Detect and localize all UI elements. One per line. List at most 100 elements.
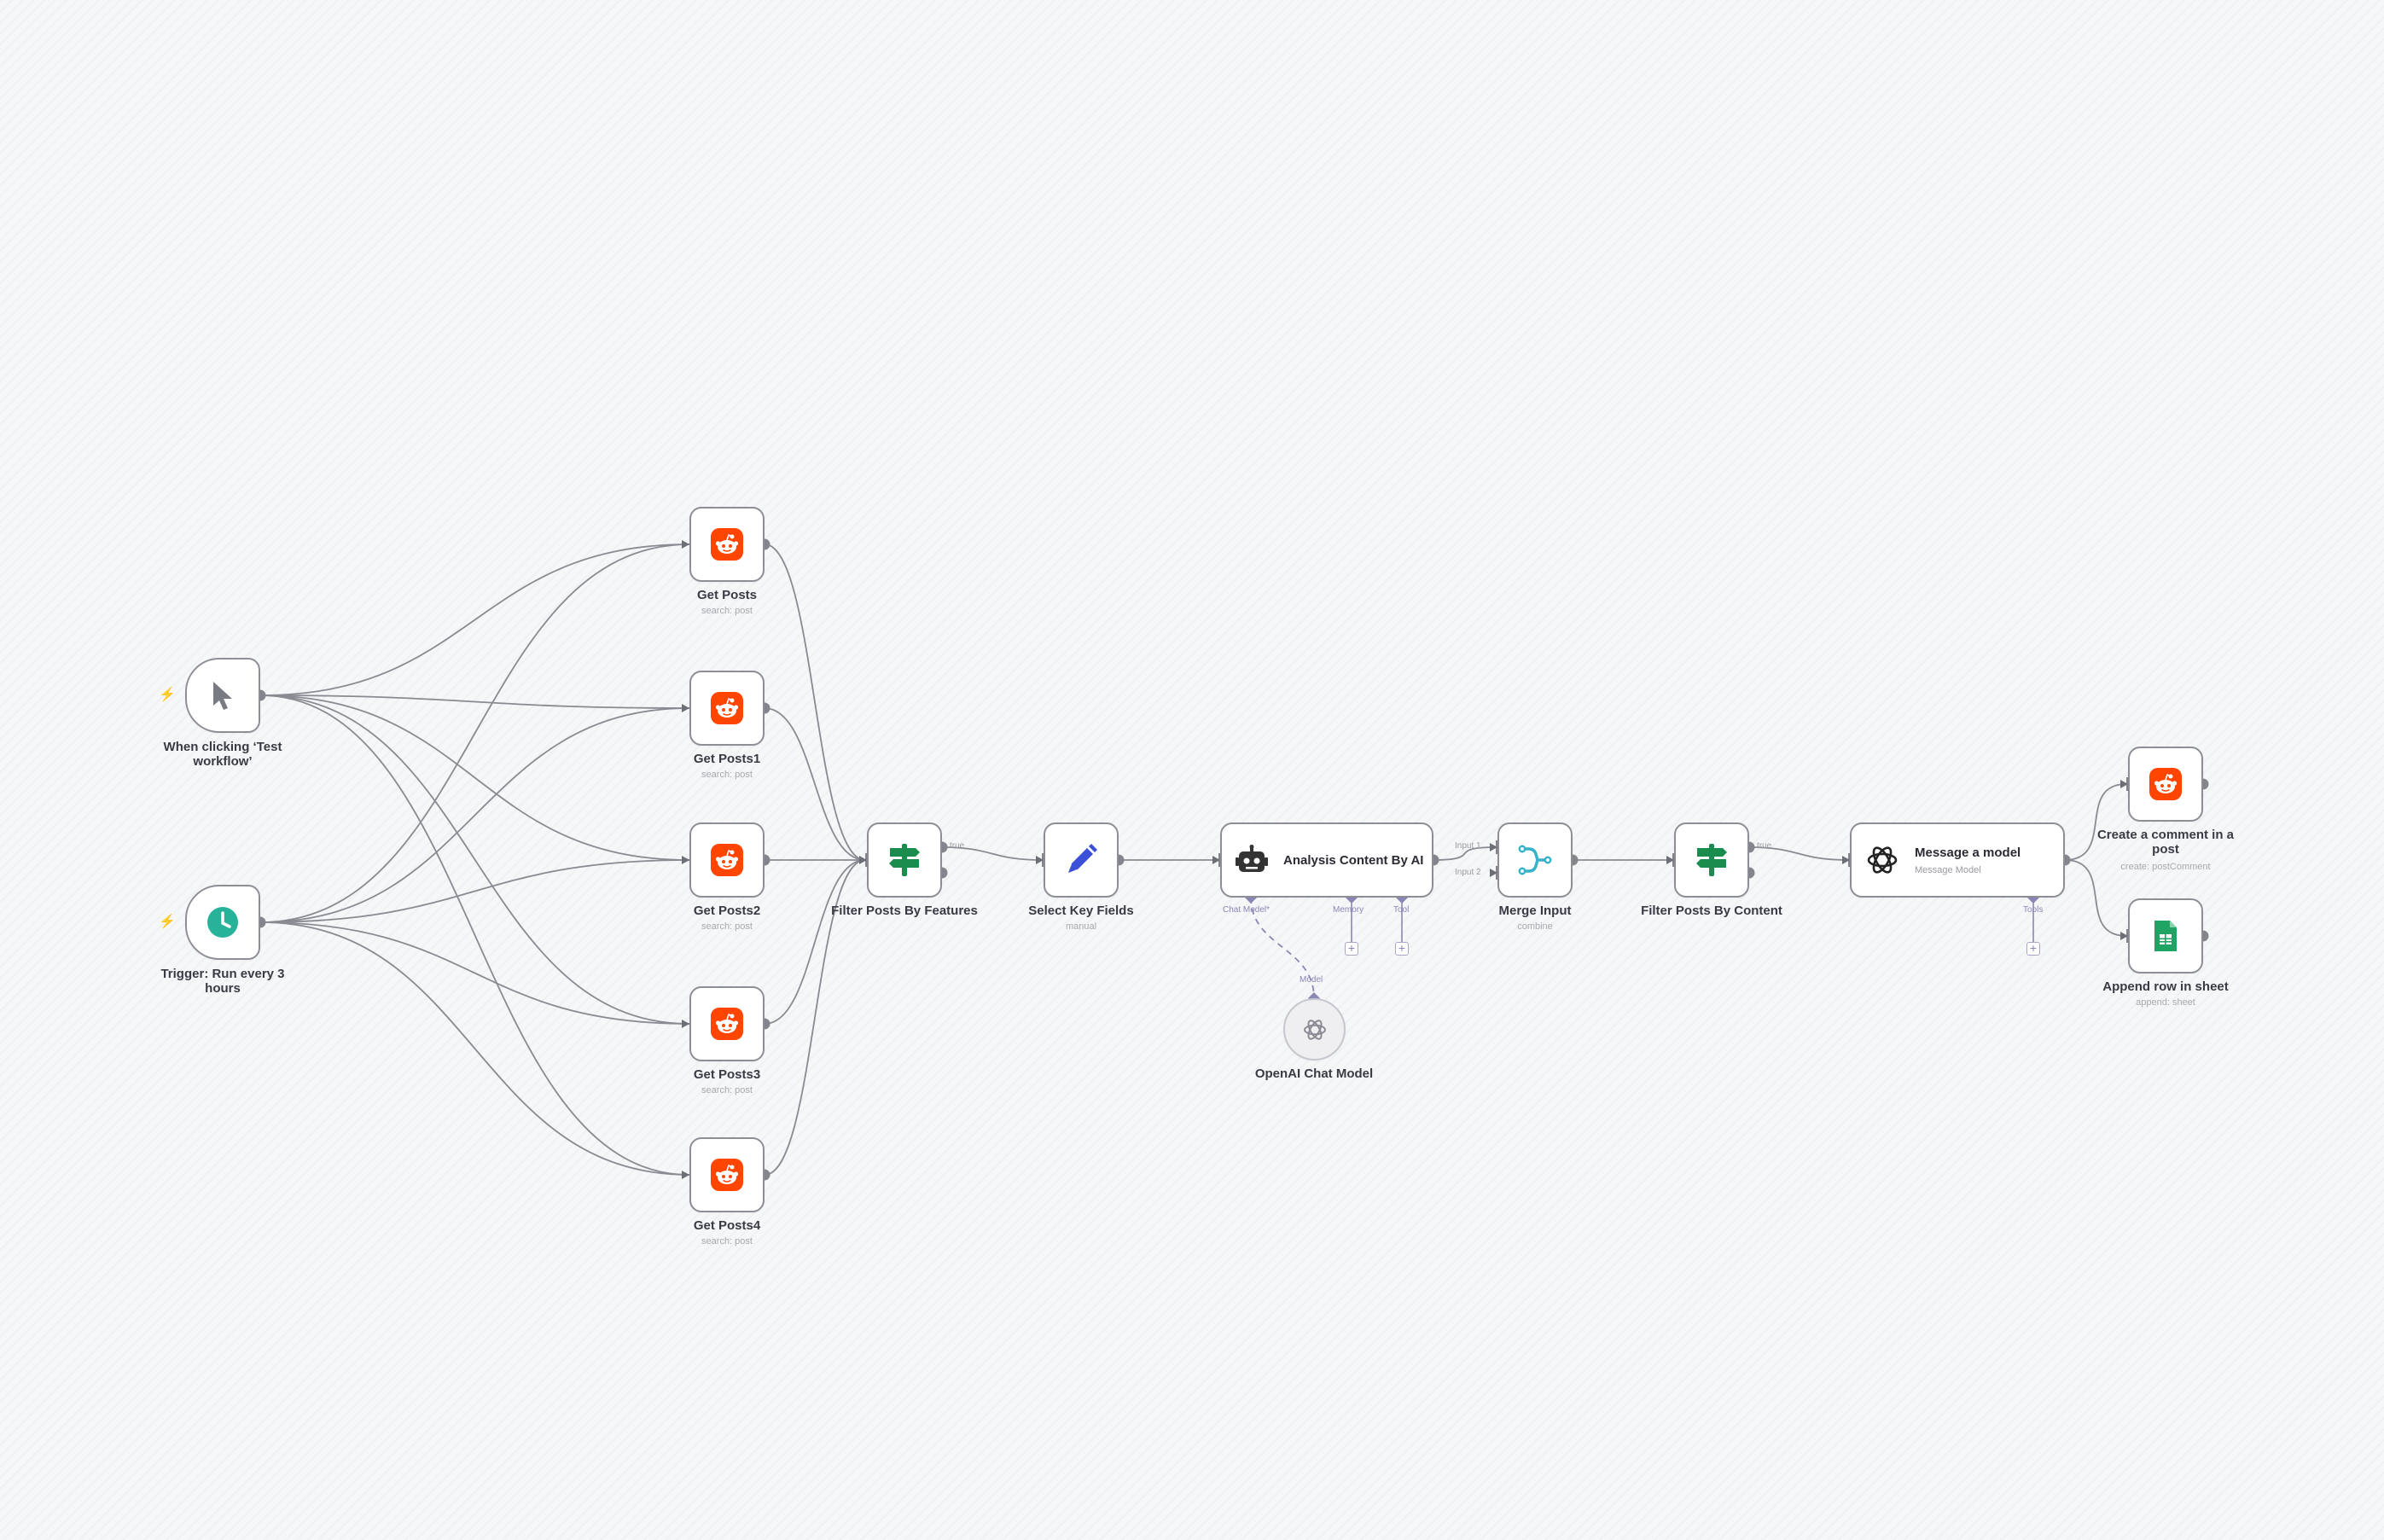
add-tool-button[interactable]: +	[1395, 942, 1409, 956]
input-label-2: Input 2	[1455, 868, 1481, 877]
node-get-posts[interactable]	[689, 507, 765, 582]
node-label: Filter Posts By Features	[831, 904, 978, 918]
connection-line	[764, 707, 866, 861]
node-label: When clicking ‘Test workflow’	[163, 740, 282, 769]
node-title: Analysis Content By AI	[1283, 852, 1424, 868]
port-label-tool: Tool	[1393, 905, 1410, 915]
output-label-true: true	[950, 841, 965, 851]
connection-line	[259, 543, 690, 923]
google-sheets-icon	[2154, 921, 2177, 951]
robot-icon	[1236, 845, 1268, 872]
node-subtitle: Message Model	[1915, 864, 1981, 875]
node-label: Merge Input	[1498, 904, 1572, 918]
connection-arrow	[2120, 780, 2128, 788]
connection-line	[259, 694, 690, 861]
node-subtitle: append: sheet	[2136, 997, 2195, 1008]
pencil-icon	[1068, 844, 1097, 873]
node-label: Append row in sheet	[2102, 979, 2229, 994]
node-message-a-model[interactable]: Message a model Message Model	[1850, 822, 2065, 898]
connection-line	[259, 694, 690, 1025]
port-label-model: Model	[1300, 975, 1323, 985]
merge-icon	[1518, 845, 1552, 875]
connection-line	[259, 921, 690, 1025]
connection-line	[2064, 783, 2127, 861]
add-memory-button[interactable]: +	[1345, 942, 1358, 956]
node-get-posts4[interactable]	[689, 1137, 765, 1212]
node-label: Filter Posts By Content	[1641, 904, 1782, 918]
node-schedule-trigger[interactable]	[185, 885, 260, 960]
node-subtitle: search: post	[701, 1085, 753, 1095]
reddit-icon	[2149, 768, 2182, 800]
connection-arrow	[1666, 856, 1674, 864]
node-manual-trigger[interactable]	[185, 658, 260, 733]
node-label: Select Key Fields	[1028, 904, 1134, 918]
connection-arrow	[859, 856, 867, 864]
signpost-icon	[1696, 844, 1727, 876]
connection-arrow	[682, 540, 689, 549]
node-label: Create a comment in a post	[2096, 828, 2235, 857]
port-label-memory: Memory	[1333, 905, 1364, 915]
node-label: Get Posts	[696, 588, 758, 602]
node-get-posts3[interactable]	[689, 986, 765, 1061]
node-label: Trigger: Run every 3 hours	[160, 967, 285, 996]
node-subtitle: search: post	[701, 770, 753, 780]
reddit-icon	[711, 692, 743, 724]
node-subtitle: combine	[1517, 921, 1553, 932]
node-subtitle: search: post	[701, 606, 753, 616]
output-label-true: true	[1757, 841, 1772, 851]
node-label: Get Posts2	[693, 904, 761, 918]
connection-arrow	[1036, 856, 1044, 864]
connection-line	[259, 859, 690, 923]
node-select-key-fields[interactable]	[1044, 822, 1119, 898]
node-analysis-content-by-ai[interactable]: Analysis Content By AI	[1220, 822, 1433, 898]
node-get-posts1[interactable]	[689, 671, 765, 746]
connection-line	[1748, 846, 1849, 861]
connection-arrow	[682, 1020, 689, 1028]
node-merge-input[interactable]	[1497, 822, 1573, 898]
node-label: Get Posts4	[693, 1218, 761, 1233]
signpost-icon	[889, 844, 920, 876]
connection-line	[764, 859, 866, 1025]
connection-line	[764, 543, 866, 861]
connection-line	[764, 859, 866, 1176]
connection-arrow	[682, 856, 689, 864]
node-subtitle: manual	[1065, 921, 1097, 932]
trigger-bolt-icon: ⚡	[159, 688, 176, 702]
connection-line	[259, 707, 690, 923]
openai-icon	[1303, 1019, 1326, 1040]
cursor-pointer-icon	[213, 682, 232, 710]
reddit-icon	[711, 528, 743, 561]
port-label-tools: Tools	[2023, 905, 2044, 915]
node-create-comment[interactable]	[2128, 747, 2203, 822]
trigger-bolt-icon: ⚡	[159, 915, 176, 929]
ai-connection-line	[1250, 897, 1315, 999]
connection-line	[259, 694, 690, 709]
connection-line	[1433, 846, 1497, 861]
node-filter-posts-by-features[interactable]	[867, 822, 942, 898]
node-title: Message a model	[1915, 845, 2021, 860]
node-subtitle: create: postComment	[2120, 862, 2211, 872]
add-tools-button[interactable]: +	[2026, 942, 2040, 956]
connection-line	[259, 543, 690, 696]
connection-line	[259, 694, 690, 1176]
node-append-row[interactable]	[2128, 898, 2203, 973]
connection-line	[941, 846, 1043, 861]
openai-icon	[1867, 846, 1898, 874]
input-label-1: Input 1	[1455, 841, 1481, 851]
connection-arrow	[1212, 856, 1220, 864]
connection-line	[2064, 859, 2127, 937]
node-filter-posts-by-content[interactable]	[1674, 822, 1749, 898]
node-subtitle: search: post	[701, 1236, 753, 1247]
clock-icon	[207, 907, 238, 938]
connection-arrow	[2120, 932, 2128, 940]
connection-arrow	[1490, 869, 1497, 877]
node-openai-chat-model[interactable]	[1283, 998, 1346, 1061]
reddit-icon	[711, 1159, 743, 1191]
connection-line	[259, 921, 690, 1176]
connection-arrow	[1842, 856, 1850, 864]
connection-arrow	[1490, 843, 1497, 851]
port-label-chat-model: Chat Model*	[1223, 905, 1270, 915]
node-get-posts2[interactable]	[689, 822, 765, 898]
